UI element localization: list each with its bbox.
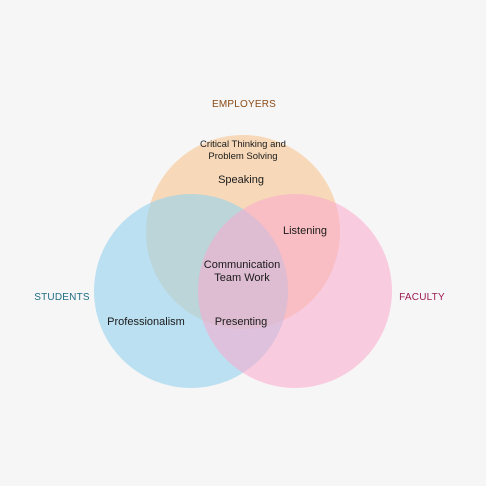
region-all-center: Communication Team Work	[192, 259, 292, 285]
students-label: STUDENTS	[34, 292, 90, 303]
center-line1: Communication	[203, 259, 281, 271]
critical-thinking-line2: Problem Solving	[208, 150, 278, 162]
region-employers-speaking: Speaking	[218, 174, 264, 186]
critical-thinking-line1: Critical Thinking and	[200, 139, 286, 150]
region-employers-faculty-listening: Listening	[282, 225, 328, 237]
region-students-professionalism: Professionalism	[107, 316, 185, 328]
faculty-label: FACULTY	[399, 292, 445, 303]
faculty-circle	[198, 194, 392, 388]
employers-label: EMPLOYERS	[211, 99, 277, 110]
center-line2: Team Work	[214, 272, 270, 285]
region-employers-critical-thinking: Critical Thinking and Problem Solving	[183, 139, 303, 163]
region-students-faculty-presenting: Presenting	[214, 316, 268, 328]
